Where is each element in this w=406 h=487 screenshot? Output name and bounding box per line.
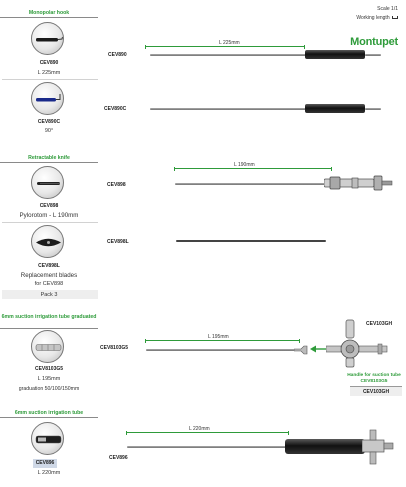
code-cev890: CEV890 [39,60,59,66]
desc3-cev898l: Pack 3 [40,292,58,298]
desc-cev898: Pylorotom - L 190mm [19,212,79,219]
ref-cev890c: CEV890C [104,106,127,112]
instrument-shaft-cev890 [150,54,310,56]
divider [2,79,98,80]
section-title-monopolar-hook: Monopolar hook [0,8,98,18]
dimension-label-190: L 190mm [233,162,256,168]
dimension-label-220: L 220mm [188,426,211,432]
instrument-blade-cev898l [176,240,326,242]
scale-label: Scale 1/1 [377,6,398,12]
desc2-cev8103g5: graduation 50/100/150mm [18,386,80,392]
instrument-handle-cev890c [305,104,365,113]
handle-label: Handle for suction tube CEV8103G5 [344,373,404,385]
dimension-line-225 [145,44,305,49]
dimension-label-195: L 195mm [207,334,230,340]
brand-logo: Montupet [350,36,398,48]
handle-label-line2: CEV8103G5 [360,379,388,384]
thumbnail-cev890 [31,22,64,55]
instrument-shaft-cev8103g5 [146,349,296,351]
instrument-handle-cev898 [324,175,393,191]
desc-cev898l: Replacement blades [20,272,78,279]
thumbnail-cev896 [31,422,64,455]
ruler-icon [392,16,398,19]
dimension-line-220 [126,430,289,435]
instrument-tail-cev890 [365,54,381,56]
instrument-tip-cev8103g5 [294,345,308,355]
working-length-label: Working length [356,15,398,21]
code-cev896: CEV896 [33,459,57,468]
suction-handle-cev103gh [326,319,388,368]
thumbnail-cev890c [31,82,64,115]
desc2-cev898l: for CEV898 [34,281,64,287]
desc-cev896: L 220mm [37,470,61,476]
ref-cev890: CEV890 [108,52,127,58]
dimension-line-190 [174,166,332,171]
thumbnail-cev898 [31,166,64,199]
code-cev8103g5: CEV8103G5 [34,366,64,372]
instrument-tail-cev890c [365,108,381,110]
pack-row [2,290,98,299]
code-cev898l: CEV898L [38,263,60,269]
desc-cev890: L 225mm [37,70,61,76]
desc-cev8103g5: L 195mm [37,376,61,382]
instrument-shaft-cev896 [127,446,287,449]
instrument-valve-cev896 [362,429,394,465]
code-cev898: CEV898 [39,203,59,209]
desc-cev890c: 90° [44,128,54,134]
thumbnail-cev8103g5 [31,330,64,363]
dimension-line-195 [145,338,300,343]
ref-cev898: CEV898 [107,182,126,188]
instrument-shaft-cev898 [175,183,327,185]
dimension-label-225: L 225mm [218,40,241,46]
arrow-left-icon [310,345,326,353]
section-title-retractable-knife: Retractable knife [0,153,98,163]
working-length-text: Working length [356,15,390,21]
ref-cev898l: CEV898L [107,239,129,245]
instrument-handle-cev890 [305,50,365,59]
ref-cev896: CEV896 [109,455,128,461]
handle-code-box: CEV103GH [350,386,402,396]
instrument-handle-cev896 [285,439,365,454]
code-cev890c: CEV890C [37,119,61,125]
ref-cev103gh: CEV103GH [366,321,393,327]
thumbnail-cev898l [31,225,64,258]
handle-label-line1: Handle for suction tube [347,373,401,378]
section-title-suction-tube: 6mm suction irrigation tube [0,408,98,418]
divider [2,222,98,223]
section-title-suction-graduated: 6mm suction irrigation tube graduated [0,313,98,329]
instrument-shaft-cev890c [150,108,310,110]
ref-cev8103g5: CEV8103G5 [100,345,129,351]
